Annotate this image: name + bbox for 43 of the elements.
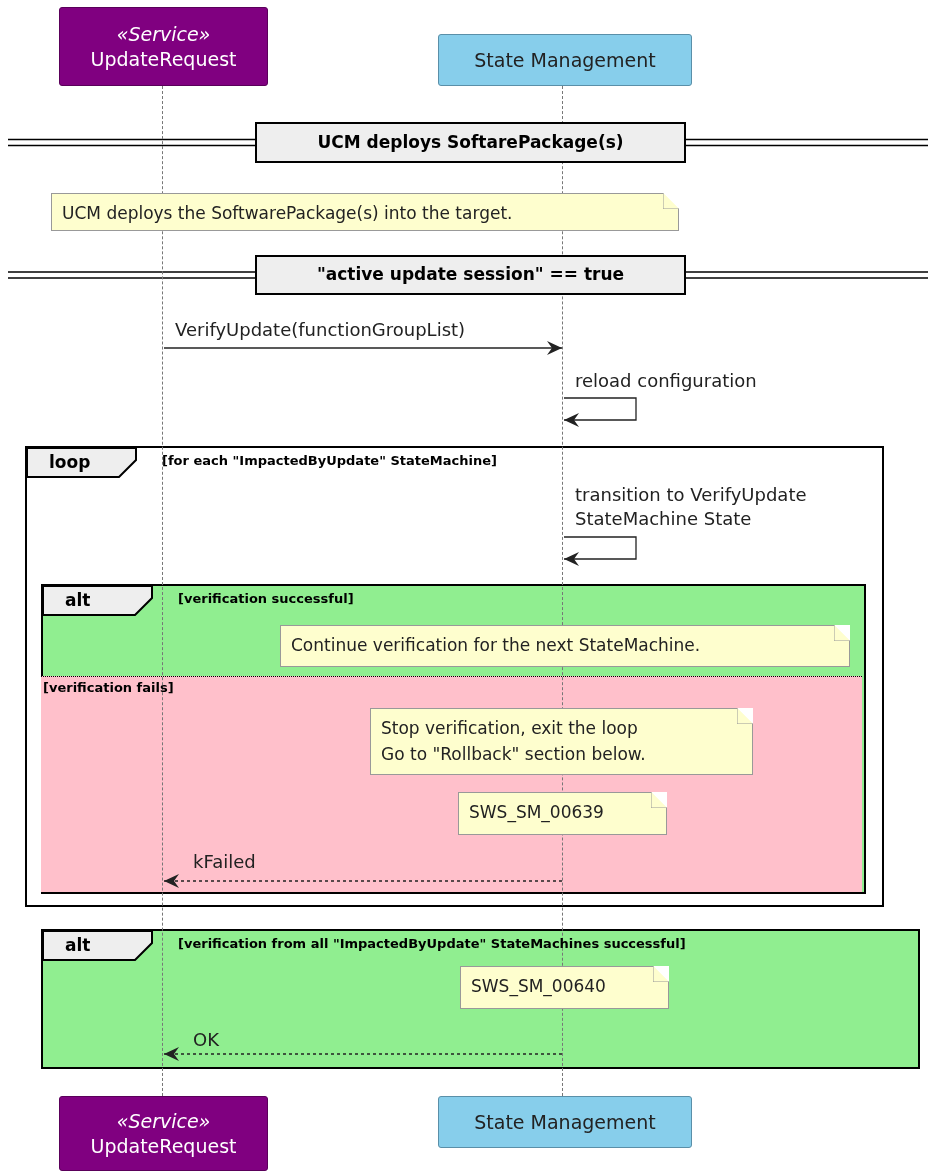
note-text: Stop verification, exit the loop Go to "Rollback" section below. [381, 717, 647, 766]
participant-label: UpdateRequest [90, 46, 237, 72]
participant-label: State Management [474, 47, 656, 73]
message-label: transition to VerifyUpdate StateMachine State [575, 483, 808, 531]
message-arrow [563, 536, 637, 566]
message-arrow [163, 874, 563, 888]
message-arrow [563, 397, 637, 427]
participant-box [438, 1096, 692, 1148]
guard-label: [verification from all "ImpactedByUpdate" StateMachines successful] [178, 935, 686, 953]
note-box [460, 966, 669, 1009]
divider-label: UCM deploys SoftarePackage(s) [317, 130, 624, 154]
participant-label: UpdateRequest [90, 1133, 237, 1159]
note-text: Continue verification for the next StateMachine. [291, 634, 702, 657]
participant-box [438, 34, 692, 86]
note-box [280, 625, 850, 667]
message-label: VerifyUpdate(functionGroupList) [175, 318, 466, 342]
guard-label: [verification successful] [178, 590, 354, 608]
frame-tab: loop [27, 448, 136, 477]
frame-tab: alt [43, 586, 152, 615]
combined-fragment [41, 584, 866, 894]
note-box [370, 708, 753, 775]
note-text: SWS_SM_00639 [469, 801, 605, 825]
stereotype-label: «Service» [116, 1108, 211, 1134]
divider-label: "active update session" == true [316, 263, 625, 287]
note-box [51, 193, 679, 231]
note-text: UCM deploys the SoftwarePackage(s) into the target. [62, 202, 514, 225]
frame-tab: alt [43, 931, 152, 960]
guard-label: [verification fails] [43, 679, 174, 697]
note-text: SWS_SM_00640 [471, 975, 607, 999]
participant-box [59, 1096, 268, 1171]
message-arrow [163, 341, 563, 355]
else-section [41, 676, 862, 892]
participant-label: State Management [474, 1109, 656, 1135]
message-label: kFailed [193, 850, 256, 874]
message-label: reload configuration [575, 369, 757, 393]
combined-fragment [25, 446, 884, 907]
note-box [458, 792, 667, 835]
participant-box [59, 7, 268, 86]
stereotype-label: «Service» [116, 21, 211, 47]
combined-fragment [41, 929, 920, 1069]
guard-label: [for each "ImpactedByUpdate" StateMachine] [162, 452, 497, 470]
message-arrow [163, 1047, 563, 1061]
message-label: OK [193, 1028, 219, 1052]
